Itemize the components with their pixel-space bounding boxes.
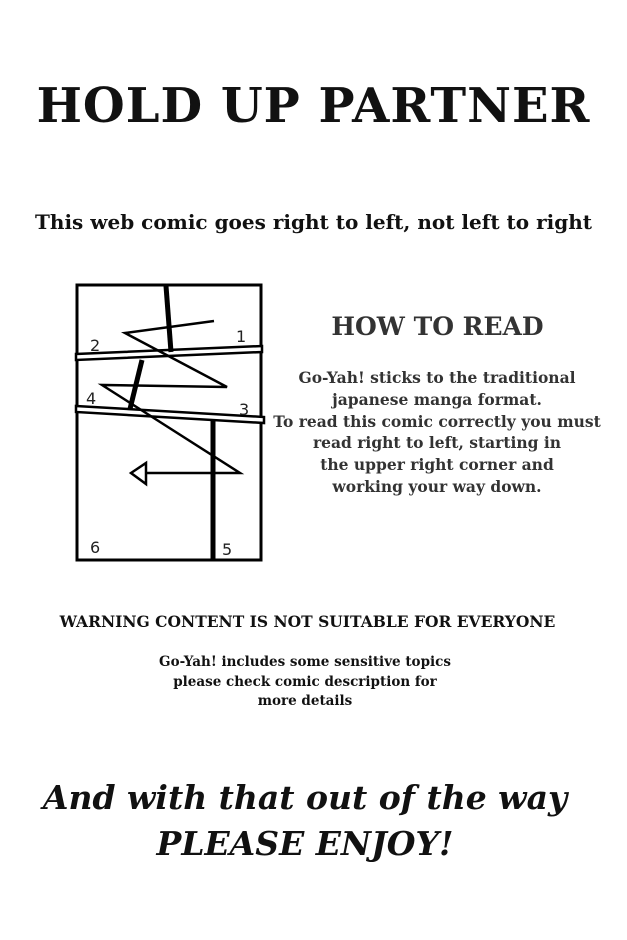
panel-number-5: 5 xyxy=(222,540,232,559)
panel-borders xyxy=(74,283,266,562)
divider-top xyxy=(163,285,174,353)
how-to-line: japanese manga format. xyxy=(332,389,542,409)
arrow-head-icon xyxy=(128,460,148,487)
panel-number-4: 4 xyxy=(86,389,96,408)
warning-line: more details xyxy=(257,693,353,709)
gutter-2 xyxy=(74,404,266,425)
subtitle: This web comic goes right to left, not l… xyxy=(35,210,592,234)
how-to-line: To read this comic correctly you must xyxy=(273,411,601,431)
warning-line: Go-Yah! includes some sensitive topics xyxy=(159,654,451,670)
panel-number-2: 2 xyxy=(90,336,100,355)
gutter-1 xyxy=(74,344,264,362)
warning-line: please check comic description for xyxy=(173,673,437,690)
how-to-read-heading: HOW TO READ xyxy=(331,312,544,341)
how-to-read-body: Go-Yah! sticks to the traditional japane… xyxy=(262,367,612,498)
reading-path-arrow xyxy=(97,319,245,475)
page-title: HOLD UP PARTNER xyxy=(36,78,591,134)
warning-body: Go-Yah! includes some sensitive topics p… xyxy=(140,653,470,712)
panel-number-3: 3 xyxy=(239,400,249,419)
panel-number-1: 1 xyxy=(236,327,246,346)
how-to-line: the upper right corner and xyxy=(320,455,554,475)
how-to-line: Go-Yah! sticks to the traditional xyxy=(298,368,576,387)
reading-order-diagram: 1 2 3 4 5 6 xyxy=(74,283,266,562)
panel-number-6: 6 xyxy=(90,538,100,557)
warning-heading: WARNING CONTENT IS NOT SUITABLE FOR EVER… xyxy=(59,612,556,631)
closing-line-1: And with that out of the way xyxy=(42,778,568,817)
closing-message: And with that out of the way PLEASE ENJO… xyxy=(0,775,610,867)
how-to-line: working your way down. xyxy=(332,476,542,496)
closing-line-2: PLEASE ENJOY! xyxy=(156,824,454,863)
how-to-line: read right to left, starting in xyxy=(312,433,562,453)
